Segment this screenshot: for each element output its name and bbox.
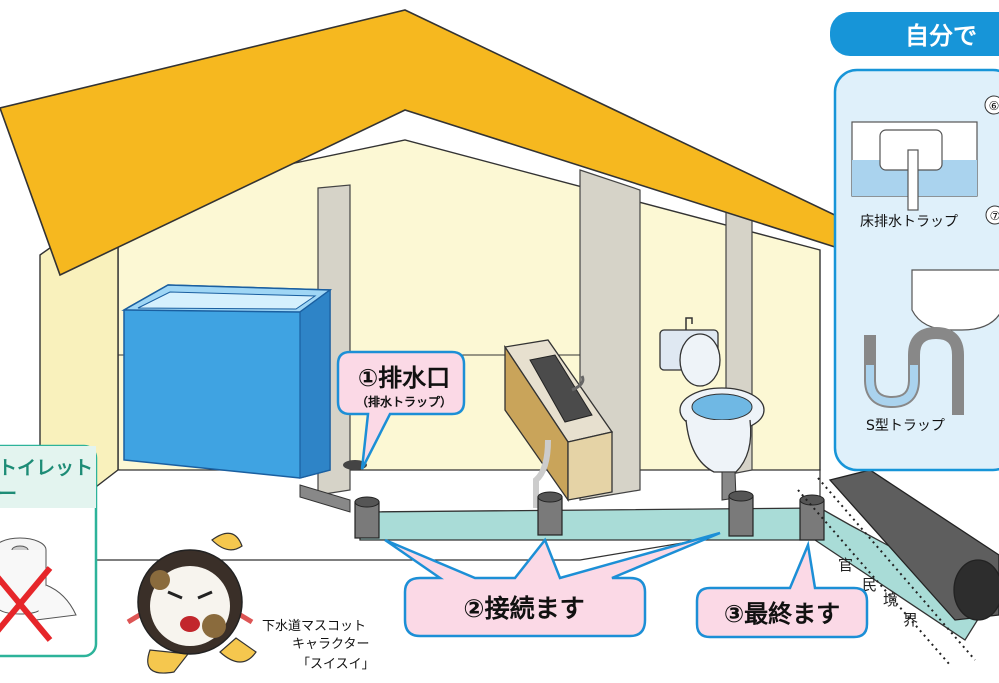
s-trap-illustration: [864, 326, 964, 415]
manholes: [354, 490, 825, 541]
banner: 自分で: [830, 12, 999, 56]
boundary-char-3: 境: [883, 591, 898, 609]
callout-drain-title: ①排水口: [358, 364, 450, 392]
sink-cabinet: [503, 339, 614, 508]
boundary-char-1: 官: [838, 556, 853, 574]
mascot-caption-line1: 下水道マスコット: [262, 619, 366, 634]
callout-connect: ②接続ます: [384, 531, 721, 638]
prohibited-icon: [0, 566, 53, 642]
mascot-caption: 下水道マスコット キャラクター 「スイスイ」: [262, 619, 375, 672]
manhole-2: [537, 491, 563, 536]
floor-trap-label: 床排水トラップ: [860, 214, 958, 230]
callout-final: ③最終ます: [695, 540, 869, 639]
left-panel: トイレット ー: [0, 444, 98, 658]
manhole-4: [799, 494, 825, 541]
banner-title: 自分で: [905, 22, 977, 50]
trap-panel: 床排水トラップ ⑥ ⑦ S型トラップ: [833, 68, 999, 472]
left-panel-line2: ー: [0, 483, 17, 505]
boundary-char-4: 界: [903, 611, 918, 629]
circle-label-6: ⑥: [989, 99, 999, 113]
callout-connect-label: ②接続ます: [463, 594, 584, 623]
left-panel-line1: トイレット: [0, 457, 93, 479]
manhole-3: [728, 490, 754, 537]
mascot-caption-line2: キャラクター: [292, 637, 369, 652]
manhole-1: [354, 496, 380, 539]
mascot-caption-line3: 「スイスイ」: [297, 657, 375, 672]
callout-final-label: ③最終ます: [724, 600, 840, 628]
mascot-suisui: [126, 532, 257, 674]
toilet: [659, 317, 765, 501]
boundary-char-2: 民: [862, 576, 877, 594]
callout-drain-subtitle: （排水トラップ）: [356, 394, 452, 409]
boundary-label: 官 民 境 界: [838, 556, 918, 629]
callout-drain: ①排水口 （排水トラップ）: [336, 350, 466, 470]
drain-pipe: [359, 469, 999, 641]
floor-trap-illustration: [851, 121, 978, 211]
boundary-line: [817, 477, 976, 661]
circle-label-7: ⑦: [990, 209, 999, 223]
bathtub: [121, 284, 367, 513]
s-trap-label: S型トラップ: [866, 418, 945, 434]
